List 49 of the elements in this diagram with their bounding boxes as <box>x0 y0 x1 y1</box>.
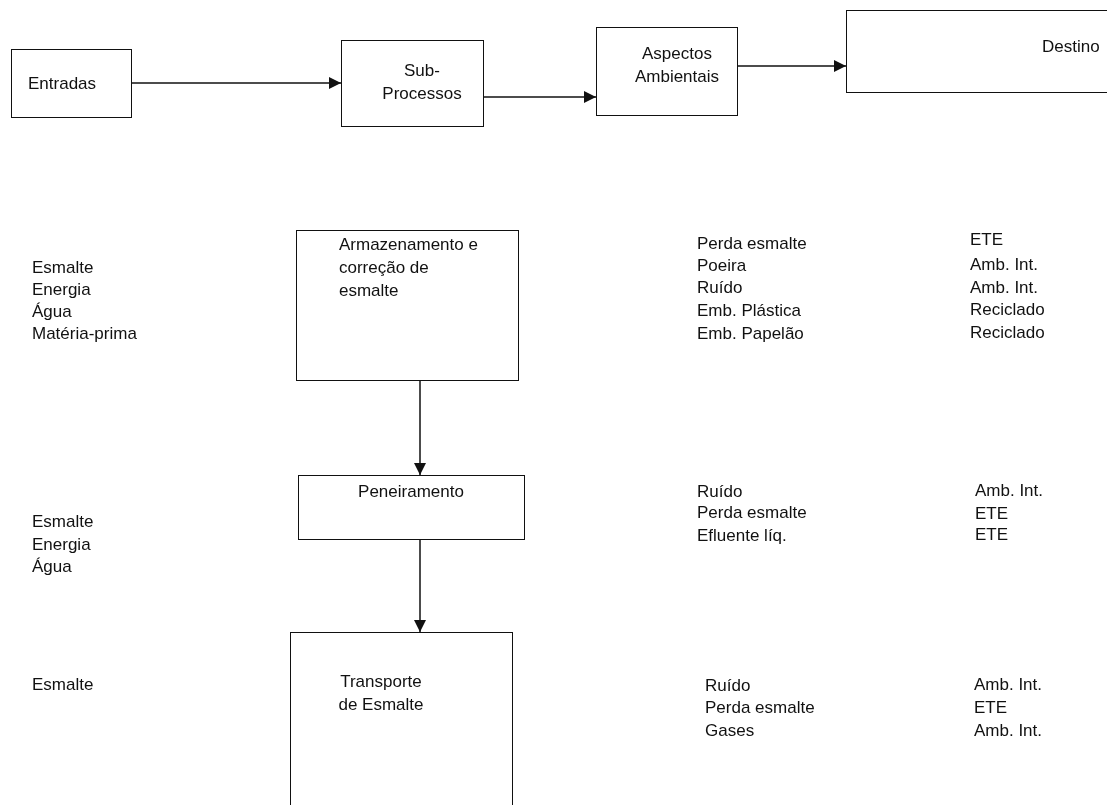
box-label: Destino <box>1042 36 1101 58</box>
list-item-text: Perda esmalte <box>705 698 815 718</box>
arrow <box>414 380 426 476</box>
box-label: Entradas <box>28 73 98 95</box>
list-item-text: Amb. Int. <box>974 721 1043 741</box>
box-label: Aspectos Ambientais <box>633 43 721 88</box>
list-item-text: Esmalte <box>32 258 94 278</box>
process-box <box>846 10 1107 93</box>
list-item-text: Matéria-prima <box>32 324 137 344</box>
box-label: Sub-Processos <box>382 60 462 105</box>
list-item-text: Reciclado <box>970 300 1045 320</box>
list-item-text: Energia <box>32 280 91 300</box>
arrow <box>131 77 342 89</box>
list-item-text: ETE <box>975 525 1009 545</box>
arrow <box>737 60 847 72</box>
list-item-text: Ruído <box>697 278 743 298</box>
list-item-text: ETE <box>975 504 1009 524</box>
list-item-text: ETE <box>974 698 1008 718</box>
list-item-text: Amb. Int. <box>970 255 1039 275</box>
list-item-text: Reciclado <box>970 323 1045 343</box>
process-box <box>11 49 132 118</box>
process-box <box>290 632 513 805</box>
process-box <box>341 40 484 127</box>
list-item-text: Amb. Int. <box>974 675 1043 695</box>
list-item-text: Energia <box>32 535 91 555</box>
box-label: Peneiramento <box>357 481 465 503</box>
process-box <box>298 475 525 540</box>
list-item-text: Poeira <box>697 256 747 276</box>
list-item-text: Água <box>32 302 72 322</box>
arrow <box>414 539 426 633</box>
list-item-text: Perda esmalte <box>697 234 807 254</box>
list-item-text: Amb. Int. <box>970 278 1039 298</box>
list-item-text: Água <box>32 557 72 577</box>
list-item-text: Gases <box>705 721 755 741</box>
list-item-text: Ruído <box>705 676 751 696</box>
list-item-text: Perda esmalte <box>697 503 807 523</box>
process-box <box>296 230 519 381</box>
box-label: Armazenamento e correção de esmalte <box>339 234 479 302</box>
list-item-text: ETE <box>970 230 1004 250</box>
list-item-text: Ruído <box>697 482 743 502</box>
process-box <box>596 27 738 116</box>
list-item-text: Emb. Papelão <box>697 324 804 344</box>
list-item-text: Esmalte <box>32 512 94 532</box>
list-item-text: Efluente líq. <box>697 526 787 546</box>
list-item-text: Esmalte <box>32 675 94 695</box>
box-label: Transporte de Esmalte <box>337 671 425 716</box>
arrow <box>483 91 597 103</box>
list-item-text: Amb. Int. <box>975 481 1044 501</box>
list-item-text: Emb. Plástica <box>697 301 801 321</box>
